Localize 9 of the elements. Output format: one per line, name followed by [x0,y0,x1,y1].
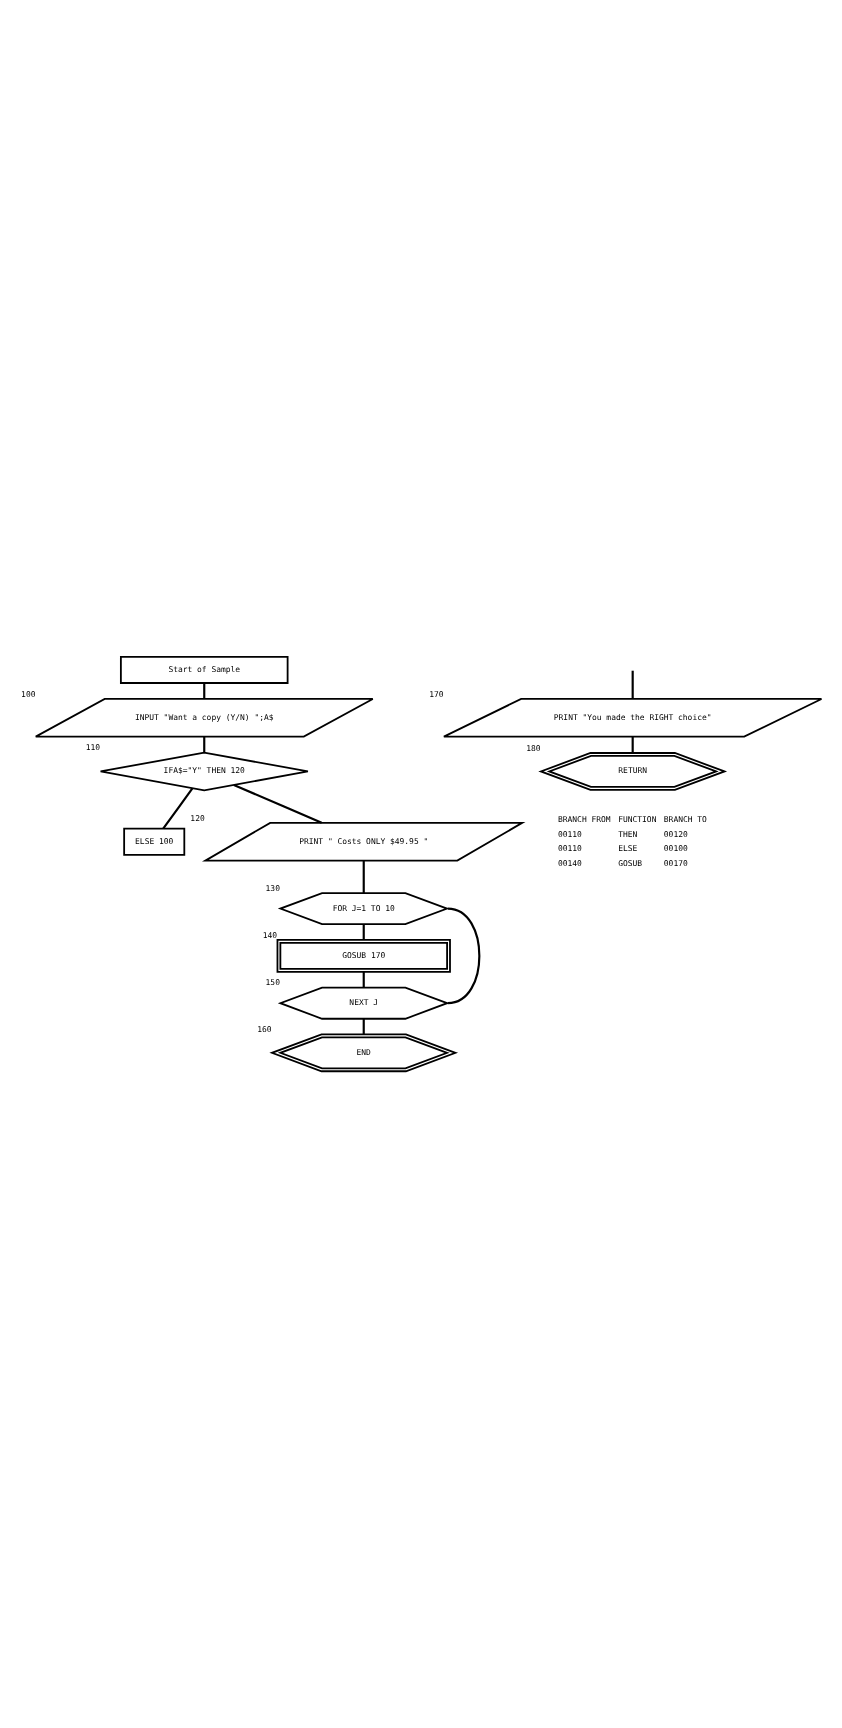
connector [233,783,323,824]
connector [447,907,481,1005]
connector [362,860,365,894]
connector [362,971,365,988]
connector [362,924,365,940]
connector [631,736,634,754]
connector [162,787,194,830]
connector [203,683,206,699]
connector [631,670,634,699]
